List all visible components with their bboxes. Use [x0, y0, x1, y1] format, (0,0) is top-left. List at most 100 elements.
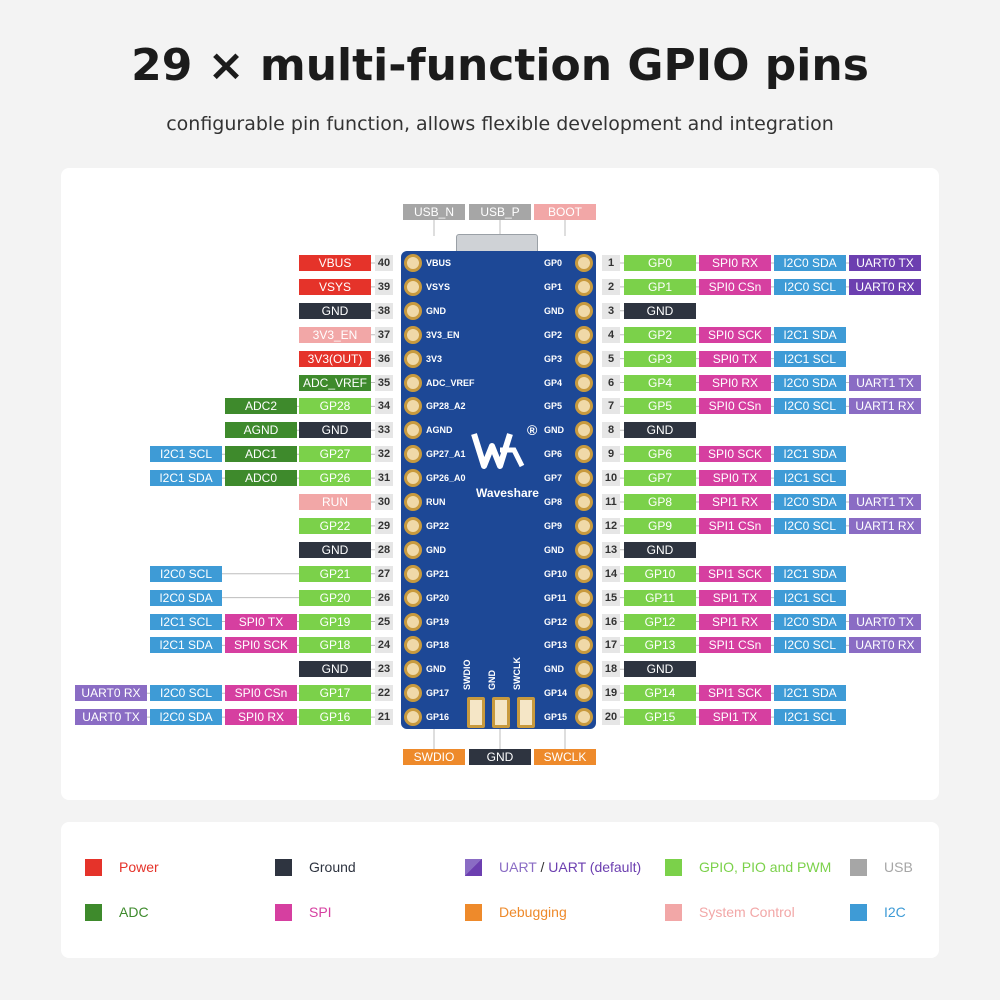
pad-pin-37	[404, 325, 422, 344]
pad-pin-1	[575, 254, 593, 272]
pin-19-label-i2c1-sda: I2C1 SDA	[774, 685, 846, 702]
pin-name-vbus-40: VBUS	[426, 258, 452, 268]
legend-swatch-debug	[465, 904, 482, 921]
legend-swatch-power	[85, 859, 102, 876]
pin-name-gnd-3: GND	[544, 305, 564, 316]
pin-9-label-i2c1-sda: I2C1 SDA	[774, 446, 846, 463]
pin-21-label-gp16: GP16	[299, 709, 371, 726]
pin-2-label-spi0-csn: SPI0 CSn	[699, 278, 771, 295]
pin-36-label-3v3-out: 3V3(OUT)	[299, 350, 371, 367]
pin-7-label-spi0-csn: SPI0 CSn	[699, 398, 771, 415]
pin-18-label-gnd: GND	[624, 661, 696, 678]
pin-number-20: 20	[602, 709, 620, 726]
pin-17-label-i2c0-scl: I2C0 SCL	[774, 637, 846, 654]
pin-2-label-gp1: GP1	[624, 278, 696, 295]
pin-name-gnd-38: GND	[426, 305, 446, 316]
pin-name-gp3-5: GP3	[544, 353, 563, 364]
pin-17-label-gp13: GP13	[624, 637, 696, 654]
pin-number-27: 27	[375, 565, 393, 582]
pin-6-label-spi0-rx: SPI0 RX	[699, 374, 771, 391]
pin-17-label-uart0-rx: UART0 RX	[849, 637, 921, 654]
pin-12-label-spi1-csn: SPI1 CSn	[699, 517, 771, 534]
pin-11-label-uart1-tx: UART1 TX	[849, 494, 921, 510]
pin-number-37: 37	[375, 326, 393, 343]
pin-name-gp13-17: GP13	[544, 640, 568, 651]
pin-7-label-i2c0-scl: I2C0 SCL	[774, 398, 846, 415]
pin-38-label-gnd: GND	[299, 302, 371, 319]
pin-number-14: 14	[602, 565, 620, 582]
pin-name-gnd-13: GND	[544, 544, 564, 555]
pin-2-label-i2c0-scl: I2C0 SCL	[774, 278, 846, 295]
pad-pin-40	[404, 254, 422, 272]
pin-name-gp1-2: GP1	[544, 281, 563, 292]
pad-pin-7	[575, 397, 593, 416]
legend-text-i2c: I2C	[884, 904, 906, 920]
legend-swatch-i2c	[850, 904, 867, 921]
pad-pin-28	[404, 540, 422, 559]
pin-30-label-run: RUN	[299, 494, 371, 510]
pin-6-label-gp4: GP4	[624, 374, 696, 391]
pin-25-label-gp19: GP19	[299, 613, 371, 630]
pin-name-gp21-27: GP21	[426, 568, 450, 579]
pin-27-label-i2c0-scl: I2C0 SCL	[150, 565, 222, 582]
pin-10-label-spi0-tx: SPI0 TX	[699, 470, 771, 487]
pin-number-21: 21	[375, 709, 393, 726]
pin-3-label-gnd: GND	[624, 302, 696, 319]
pin-7-label-uart1-rx: UART1 RX	[849, 398, 921, 415]
pad-pin-14	[575, 564, 593, 583]
pin-16-label-uart0-tx: UART0 TX	[849, 613, 921, 630]
pin-name-run-30: RUN	[426, 497, 446, 507]
pad-pin-22	[404, 684, 422, 703]
pin-22-label-uart0-rx: UART0 RX	[75, 685, 147, 702]
legend-swatch-ground	[275, 859, 292, 876]
pin-name-gp26-a0-31: GP26_A0	[426, 473, 466, 484]
pin-number-28: 28	[375, 541, 393, 558]
bottom-label-gnd: GND	[469, 749, 531, 765]
pin-name-gp0-1: GP0	[544, 258, 563, 268]
pad-pin-27	[404, 564, 422, 583]
pin-name-adc-vref-35: ADC_VREF	[426, 377, 475, 388]
pin-11-label-gp8: GP8	[624, 494, 696, 510]
board-debug-label-swclk: SWCLK	[512, 657, 522, 690]
pad-pin-36	[404, 349, 422, 368]
pin-name-gp28-a2-34: GP28_A2	[426, 401, 466, 412]
pin-21-label-spi0-rx: SPI0 RX	[225, 709, 297, 726]
pin-4-label-spi0-sck: SPI0 SCK	[699, 326, 771, 343]
legend-text-adc: ADC	[119, 904, 149, 920]
pin-name-gp9-12: GP9	[544, 520, 563, 531]
pin-number-25: 25	[375, 613, 393, 630]
pin-26-label-gp20: GP20	[299, 589, 371, 606]
pad-pin-21	[404, 708, 422, 727]
pin-32-label-gp27: GP27	[299, 446, 371, 463]
pin-12-label-i2c0-scl: I2C0 SCL	[774, 517, 846, 534]
pin-name-gp2-4: GP2	[544, 329, 563, 340]
page-subtitle: configurable pin function, allows flexib…	[166, 113, 834, 135]
pin-23-label-gnd: GND	[299, 661, 371, 678]
pin-22-label-gp17: GP17	[299, 685, 371, 702]
legend-text-uart-default: UART (default)	[548, 859, 642, 875]
pin-name-gp15-20: GP15	[544, 712, 568, 723]
pin-number-3: 3	[602, 302, 620, 319]
pin-number-8: 8	[602, 422, 620, 439]
pin-26-label-i2c0-sda: I2C0 SDA	[150, 589, 222, 606]
pad-pin-29	[404, 516, 422, 535]
pin-11-label-spi1-rx: SPI1 RX	[699, 494, 771, 510]
pin-10-label-i2c1-scl: I2C1 SCL	[774, 470, 846, 487]
pad-pin-19	[575, 684, 593, 703]
pin-21-label-i2c0-sda: I2C0 SDA	[150, 709, 222, 726]
pin-name-gp20-26: GP20	[426, 592, 450, 603]
pin-16-label-spi1-rx: SPI1 RX	[699, 613, 771, 630]
legend-label-system-control: System Control	[699, 902, 795, 922]
pad-pin-10	[575, 469, 593, 488]
legend-separator: /	[536, 859, 549, 875]
pin-6-label-uart1-tx: UART1 TX	[849, 374, 921, 391]
legend-text-uart: UART	[499, 859, 537, 875]
debug-pad-swdio	[467, 697, 485, 728]
pin-13-label-gnd: GND	[624, 541, 696, 558]
pin-35-label-adc-vref: ADC_VREF	[299, 374, 371, 391]
legend-label-debugging: Debugging	[499, 902, 567, 922]
pin-15-label-spi1-tx: SPI1 TX	[699, 589, 771, 606]
pin-5-label-i2c1-scl: I2C1 SCL	[774, 350, 846, 367]
pad-pin-23	[404, 660, 422, 679]
pin-number-33: 33	[375, 422, 393, 439]
